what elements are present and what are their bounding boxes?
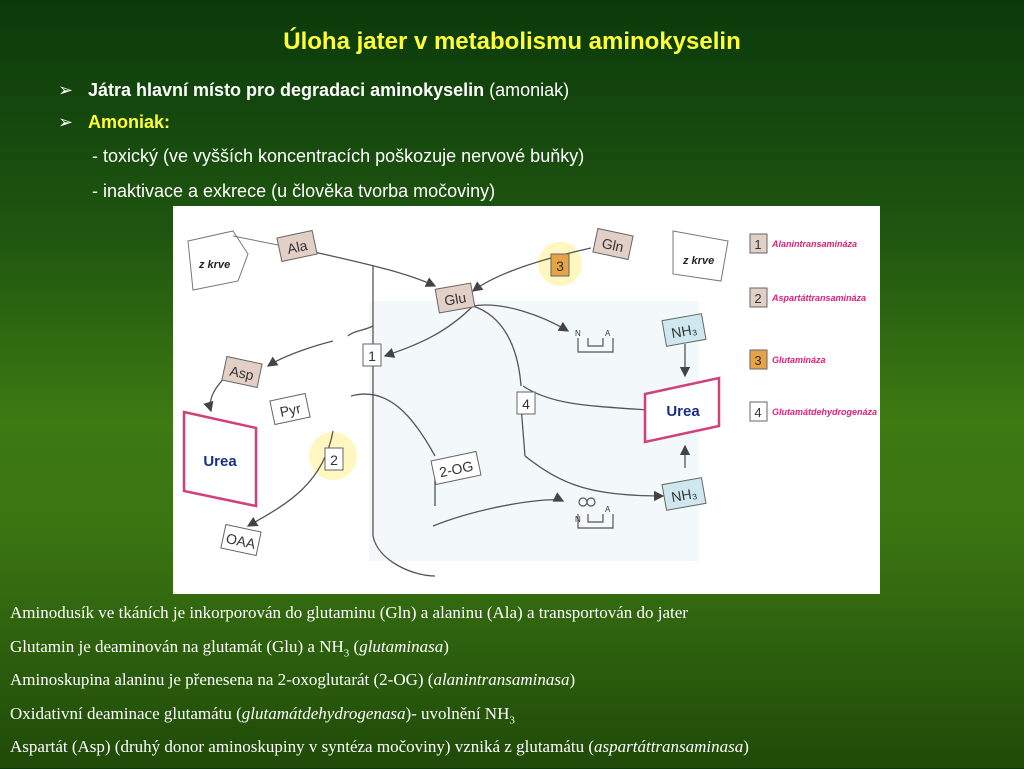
arrow-bullet-icon: ➢ <box>58 80 74 100</box>
svg-text:Glutamátdehydrogenáza: Glutamátdehydrogenáza <box>772 407 877 417</box>
svg-text:Aspartáttransamináza: Aspartáttransamináza <box>771 293 866 303</box>
metabolism-diagram: z krve z krve 1 2 3 4 <box>173 206 880 594</box>
svg-text:2-OG: 2-OG <box>438 458 475 481</box>
svg-text:1: 1 <box>368 348 376 364</box>
step-2: 2 <box>324 447 344 471</box>
n-a-pictogram-top: N A <box>575 329 614 353</box>
svg-text:A: A <box>605 505 611 514</box>
bullet-ammonia: ➢ Amoniak: <box>58 112 170 133</box>
bullet-ammonia-bold: Amoniak: <box>88 112 171 132</box>
svg-text:NH₃: NH₃ <box>670 321 698 341</box>
svg-text:3: 3 <box>754 353 761 368</box>
arrow-bullet-icon: ➢ <box>58 112 74 132</box>
node-asp: Asp <box>221 355 263 389</box>
svg-text:Glutamináza: Glutamináza <box>772 355 826 365</box>
svg-text:z krve: z krve <box>198 259 230 271</box>
node-oaa: OAA <box>220 523 262 557</box>
step-4: 4 <box>516 391 536 415</box>
svg-text:4: 4 <box>754 405 761 420</box>
slide-title: Úloha jater v metabolismu aminokyselin <box>283 28 741 55</box>
note-3: Aminoskupina alaninu je přenesena na 2-o… <box>10 670 576 689</box>
legend-3: 3 Glutamináza <box>749 349 826 370</box>
legend-4: 4 Glutamátdehydrogenáza <box>749 401 877 422</box>
callout-right: z krve <box>672 230 729 282</box>
note-2: Glutamin je deaminován na glutamát (Glu)… <box>10 636 449 659</box>
n-a-pictogram-bottom: N A <box>575 497 614 529</box>
svg-text:Urea: Urea <box>203 453 237 470</box>
svg-text:2: 2 <box>754 291 761 306</box>
node-gln: Gln <box>592 227 634 261</box>
node-pyr: Pyr <box>269 392 311 426</box>
legend-1: 1 Alanintransamináza <box>749 233 857 254</box>
callout-left: z krve <box>187 230 284 291</box>
node-urea-right: Urea <box>643 376 721 444</box>
note-4: Oxidativní deaminace glutamátu (glutamát… <box>10 703 515 726</box>
bullet-liver-bold: Játra hlavní místo pro degradaci aminoky… <box>88 80 485 100</box>
svg-text:NH₃: NH₃ <box>670 485 698 505</box>
note-1: Aminodusík ve tkáních je inkorporován do… <box>10 603 688 622</box>
node-glu: Glu <box>434 282 476 314</box>
explanation-notes: Aminodusík ve tkáních je inkorporován do… <box>10 601 749 769</box>
step-1: 1 <box>362 343 382 367</box>
node-ala: Ala <box>276 229 318 263</box>
node-nh3-bottom: NH₃ <box>661 477 707 511</box>
svg-text:Gln: Gln <box>600 235 625 255</box>
node-2og: 2-OG <box>430 450 482 486</box>
svg-text:N: N <box>575 515 581 524</box>
node-nh3-top: NH₃ <box>661 313 707 347</box>
svg-text:Asp: Asp <box>228 363 255 384</box>
svg-text:Pyr: Pyr <box>278 400 302 420</box>
sub-line-toxic: - toxický (ve vyšších koncentracích pošk… <box>92 146 585 166</box>
svg-text:Alanintransamináza: Alanintransamináza <box>771 239 857 249</box>
svg-text:z krve: z krve <box>682 255 714 267</box>
svg-text:3: 3 <box>556 258 564 274</box>
legend-2: 2 Aspartáttransamináza <box>749 287 866 308</box>
node-urea-left: Urea <box>182 410 258 508</box>
step-3: 3 <box>550 253 570 277</box>
svg-text:N: N <box>575 329 581 338</box>
bullet-liver-rest: (amoniak) <box>484 80 570 100</box>
svg-text:2: 2 <box>330 452 338 468</box>
note-5: Aspartát (Asp) (druhý donor aminoskupiny… <box>10 737 749 756</box>
svg-text:A: A <box>605 329 611 338</box>
svg-text:1: 1 <box>754 237 761 252</box>
svg-text:Ala: Ala <box>286 237 309 257</box>
svg-text:Glu: Glu <box>443 289 467 309</box>
sub-line-excretion: - inaktivace a exkrece (u člověka tvorba… <box>92 181 496 201</box>
svg-text:OAA: OAA <box>225 530 258 552</box>
svg-text:4: 4 <box>522 396 530 412</box>
svg-text:Urea: Urea <box>666 403 700 420</box>
bullet-liver: ➢ Játra hlavní místo pro degradaci aminok… <box>58 80 569 101</box>
